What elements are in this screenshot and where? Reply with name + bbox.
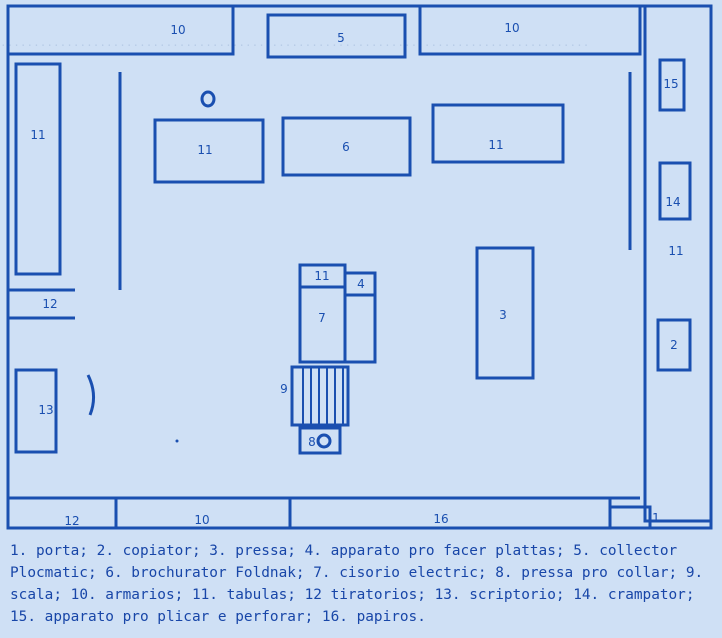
room-label-8: 8 — [308, 435, 316, 449]
room-13-box — [14, 368, 58, 454]
room-label-10a: 10 — [170, 23, 186, 37]
room-10a-box — [6, 4, 235, 56]
legend-item-5: 5. collector Plocmatic; — [10, 543, 678, 581]
room-label-7: 7 — [318, 311, 326, 325]
room-label-15: 15 — [663, 77, 679, 91]
legend-item-9: 9. scala; — [10, 565, 704, 603]
room-15-box — [658, 58, 686, 112]
legend-item-14: 14. crampator; — [573, 587, 695, 603]
room-10b-box — [418, 4, 642, 56]
room-label-11-far: 11 — [668, 244, 684, 258]
floor-plan — [6, 4, 713, 530]
legend-item-7: 7. cisorio electric; — [313, 565, 487, 581]
room-6-box — [281, 116, 412, 177]
legend-item-11: 11. tabulas; — [191, 587, 296, 603]
room-label-10c: 10 — [194, 513, 210, 527]
legend-item-12: 12 tiratorios; — [304, 587, 426, 603]
room-2-box — [656, 318, 692, 372]
room-label-9: 9 — [280, 382, 288, 396]
room-7-side — [343, 293, 377, 364]
room-label-11-right: 11 — [488, 138, 504, 152]
legend-item-1: 1. porta; — [10, 543, 88, 559]
legend-item-10: 10. armarios; — [70, 587, 184, 603]
room-label-13: 13 — [38, 403, 54, 417]
room-label-2: 2 — [670, 338, 678, 352]
room-label-1: 1 — [652, 511, 660, 525]
circle-mark-top — [200, 90, 216, 108]
circle-mark-8 — [316, 433, 332, 449]
right-column — [643, 4, 713, 523]
room-label-11-left: 11 — [30, 128, 46, 142]
room-label-14: 14 — [665, 195, 681, 209]
legend-item-3: 3. pressa; — [209, 543, 296, 559]
legend-item-8: 8. pressa pro collar; — [495, 565, 678, 581]
room-11-left-box — [14, 62, 62, 276]
legend-item-4: 4. apparato pro facer plattas; — [304, 543, 565, 559]
room-label-11-small: 11 — [314, 269, 330, 283]
room-label-5: 5 — [337, 31, 345, 45]
stair-treads — [302, 367, 344, 425]
room-label-4: 4 — [357, 277, 365, 291]
legend-item-6: 6. brochurator Foldnak; — [105, 565, 305, 581]
legend-item-15: 15. apparato pro plicar e perforar; — [10, 609, 314, 625]
room-3-box — [475, 246, 535, 380]
room-11-mid-box — [153, 118, 265, 184]
room-1-door — [608, 505, 652, 530]
room-label-3: 3 — [499, 308, 507, 322]
legend-item-16: 16. papiros. — [321, 609, 426, 625]
legend-caption: 1. porta; 2. copiator; 3. pressa; 4. app… — [10, 540, 710, 628]
room-5-box — [266, 13, 407, 59]
room-11-right-box — [431, 103, 565, 164]
room-label-11-mid: 11 — [197, 143, 213, 157]
room-13-bracket — [86, 374, 95, 416]
room-8-box — [298, 426, 342, 455]
dot-mark — [175, 439, 179, 443]
outer-wall — [6, 4, 713, 530]
legend-item-2: 2. copiator; — [96, 543, 201, 559]
room-14-box — [658, 161, 692, 221]
legend-item-13: 13. scriptorio; — [434, 587, 565, 603]
room-label-12b: 12 — [64, 514, 80, 528]
room-label-6: 6 — [342, 140, 350, 154]
room-label-16: 16 — [433, 512, 449, 526]
room-label-12a: 12 — [42, 297, 58, 311]
room-label-10b: 10 — [504, 21, 520, 35]
